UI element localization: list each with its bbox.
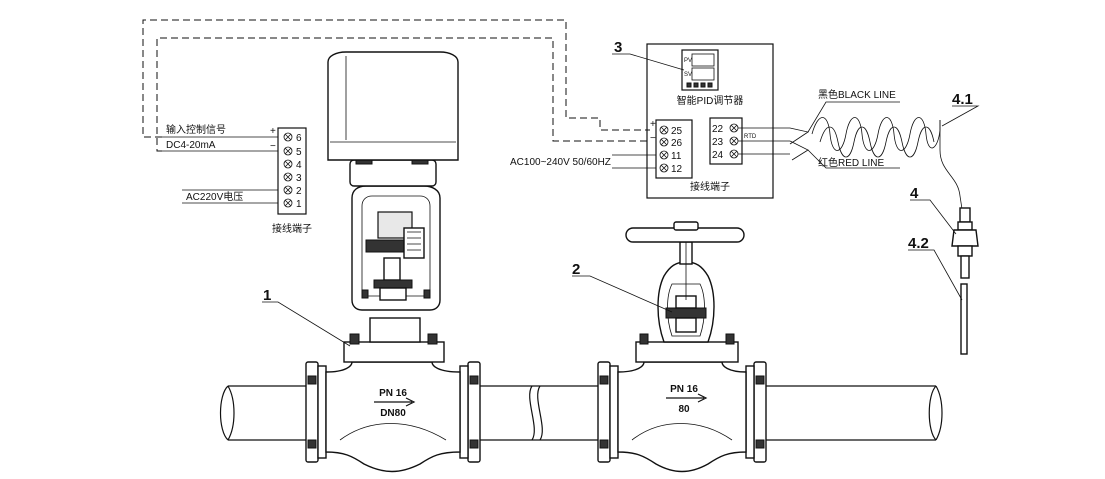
valve2-nominal-size: 80 [678, 404, 690, 415]
svg-text:4: 4 [296, 160, 302, 171]
valve1-nominal-size: DN80 [380, 408, 406, 419]
input-signal-range: DC4-20mA [166, 140, 216, 151]
actuator-terminal-title: 接线端子 [272, 222, 312, 235]
temperature-sensor [951, 207, 979, 355]
callout-2: 2 [572, 261, 673, 313]
callout-4-1-label: 4.1 [952, 91, 973, 108]
manual-globe-valve: PN 16 80 [597, 221, 767, 473]
svg-text:5: 5 [296, 147, 302, 158]
svg-text:1: 1 [296, 199, 302, 210]
controller-terminal-title: 接线端子 [690, 180, 730, 193]
callout-3: 3 [612, 39, 685, 71]
terminal-22: 22 [712, 123, 739, 135]
terminal-24: 24 [712, 149, 739, 161]
terminal-25: 25 [659, 125, 683, 137]
terminal-3: 3 [283, 172, 302, 184]
display-sv: SV [684, 72, 692, 78]
controller-name: 智能PID调节器 [677, 94, 744, 107]
svg-text:23: 23 [712, 137, 724, 148]
svg-text:24: 24 [712, 150, 724, 161]
callout-4: 4 [910, 185, 957, 235]
svg-text:22: 22 [712, 124, 724, 135]
power-supply-label: AC220V电压 [186, 190, 243, 203]
svg-text:+: + [650, 119, 656, 130]
callout-1: 1 [262, 287, 351, 347]
pid-controller: PV SV 智能PID调节器 25 26 11 12 + − [510, 43, 790, 199]
svg-text:2: 2 [296, 186, 302, 197]
rtd-sensor-wires: 黑色BLACK LINE 红色RED LINE [789, 88, 965, 223]
svg-text:+: + [270, 126, 276, 137]
callout-4-2-label: 4.2 [908, 235, 929, 252]
terminal-11: 11 [659, 150, 682, 162]
terminal-4: 4 [283, 159, 302, 171]
svg-text:12: 12 [671, 164, 683, 175]
black-line-label: 黑色BLACK LINE [818, 88, 896, 101]
callout-4-1: 4.1 [941, 91, 980, 127]
svg-text:26: 26 [671, 138, 683, 149]
terminal-12: 12 [659, 163, 683, 175]
rtd-label: RTD [744, 134, 757, 140]
callout-2-label: 2 [572, 261, 580, 278]
valve1-pressure-rating: PN 16 [379, 388, 407, 399]
controller-power-label: AC100~240V 50/60HZ [510, 157, 611, 168]
valve2-pressure-rating: PN 16 [670, 384, 698, 395]
terminal-1: 1 [283, 198, 302, 210]
callout-1-label: 1 [263, 287, 271, 304]
callout-4-2: 4.2 [908, 235, 963, 301]
terminal-26: 26 [659, 137, 683, 149]
signal-cable [142, 19, 650, 152]
controller-display: PV SV [681, 49, 719, 91]
red-line-label: 红色RED LINE [818, 156, 884, 169]
display-pv: PV [684, 58, 692, 64]
actuator-terminal-block: 6 5 4 3 2 1 接线端子 + − 输入控制信号 DC4-20mA [162, 123, 312, 235]
pipeline [219, 385, 943, 441]
terminal-5: 5 [283, 146, 302, 158]
callout-3-label: 3 [614, 39, 622, 56]
svg-text:11: 11 [671, 151, 682, 162]
svg-text:−: − [270, 141, 276, 152]
terminal-6: 6 [283, 132, 302, 144]
input-signal-label: 输入控制信号 [166, 123, 226, 136]
terminal-2: 2 [283, 185, 302, 197]
svg-text:−: − [650, 133, 656, 144]
terminal-23: 23 [712, 136, 739, 148]
electric-control-valve: PN 16 DN80 [305, 51, 481, 473]
svg-text:6: 6 [296, 133, 302, 144]
svg-text:3: 3 [296, 173, 302, 184]
callout-4-label: 4 [910, 185, 919, 202]
svg-text:25: 25 [671, 126, 683, 137]
